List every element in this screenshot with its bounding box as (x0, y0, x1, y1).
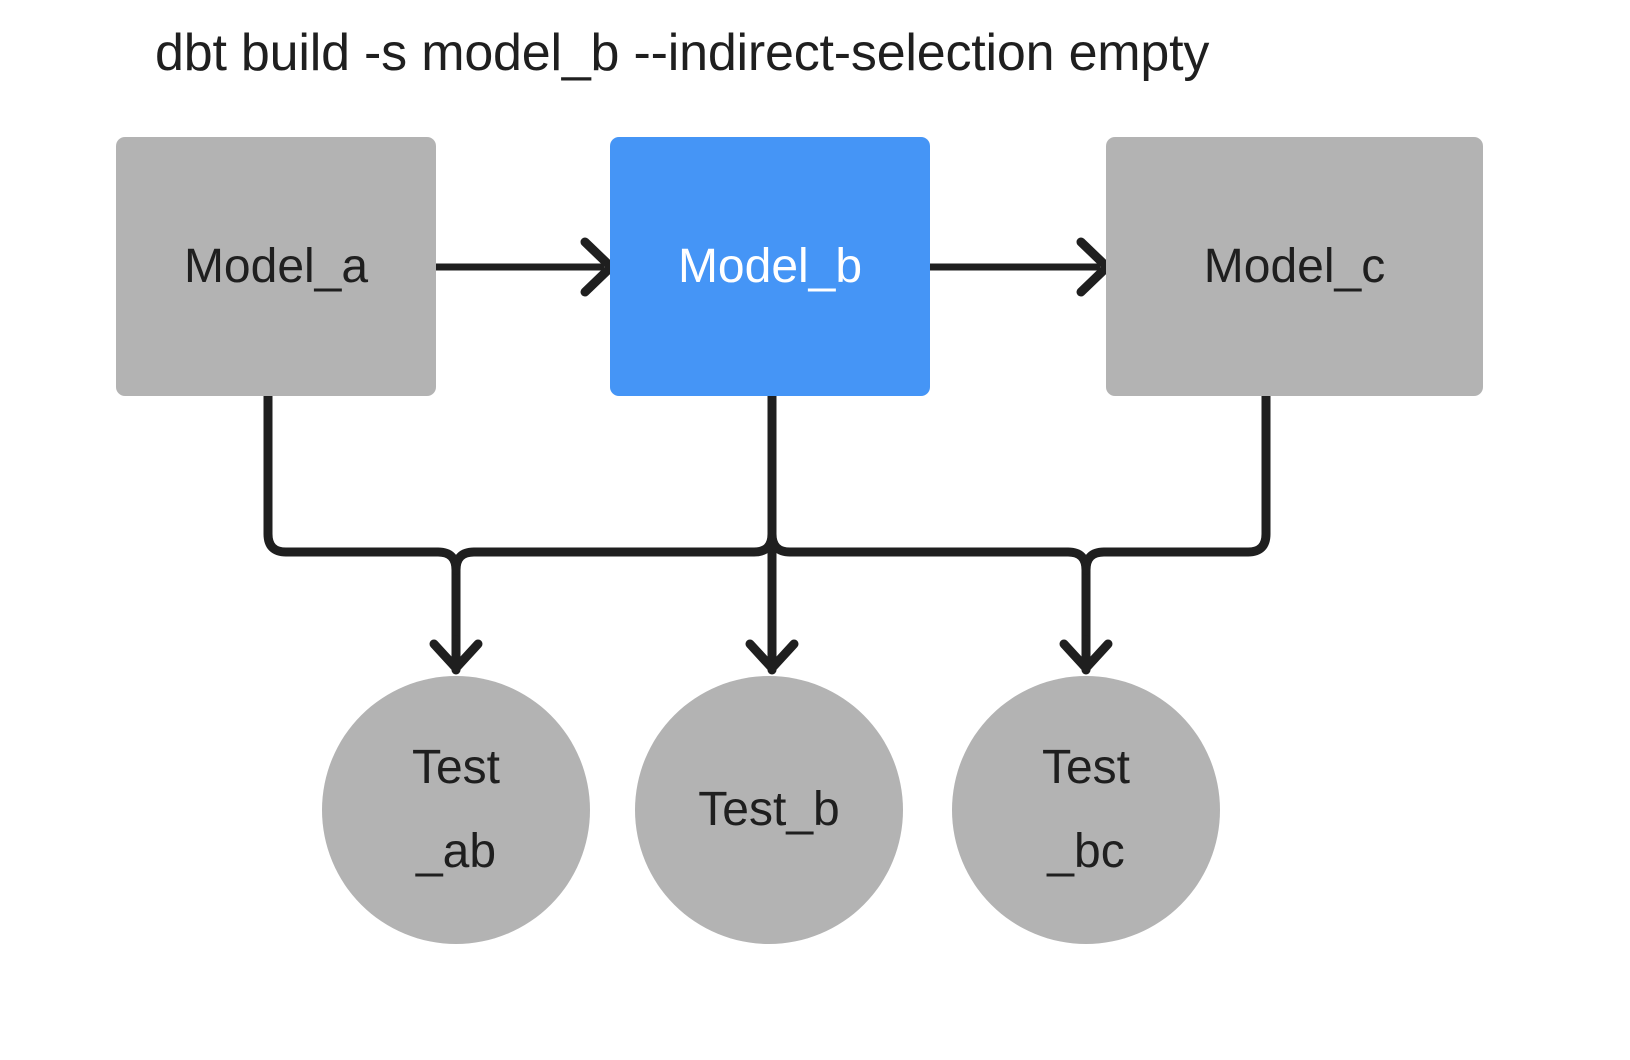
node-model-c-label: Model_c (1203, 240, 1386, 293)
edge-model-b-to-model-c (930, 237, 1112, 297)
edge-model-c-to-test-bc (1081, 391, 1271, 575)
node-model-b[interactable]: Model_b (610, 137, 930, 396)
diagram-title: dbt build -s model_b --indirect-selectio… (155, 24, 1210, 82)
node-test-bc-label-line2: _bc (1047, 825, 1125, 878)
edge-model-b-to-test-bc (767, 391, 1108, 675)
node-model-a-label: Model_a (183, 240, 369, 293)
node-test-ab-label-line1: Test (411, 741, 501, 794)
node-test-ab[interactable]: Test _ab (322, 676, 590, 944)
node-model-c[interactable]: Model_c (1106, 137, 1483, 396)
node-model-a[interactable]: Model_a (116, 137, 436, 396)
node-test-b-label-line1: Test_b (698, 783, 840, 836)
edge-model-b-to-test-b (750, 391, 794, 675)
node-model-b-label: Model_b (677, 240, 863, 293)
edge-model-a-to-model-b (436, 237, 616, 297)
edge-model-a-to-test-ab (263, 391, 478, 675)
edge-model-b-to-test-ab (451, 391, 777, 575)
node-test-ab-label-line2: _ab (415, 825, 497, 878)
node-test-bc[interactable]: Test _bc (952, 676, 1220, 944)
node-test-bc-label-line1: Test (1041, 741, 1131, 794)
node-test-b[interactable]: Test_b (635, 676, 903, 944)
